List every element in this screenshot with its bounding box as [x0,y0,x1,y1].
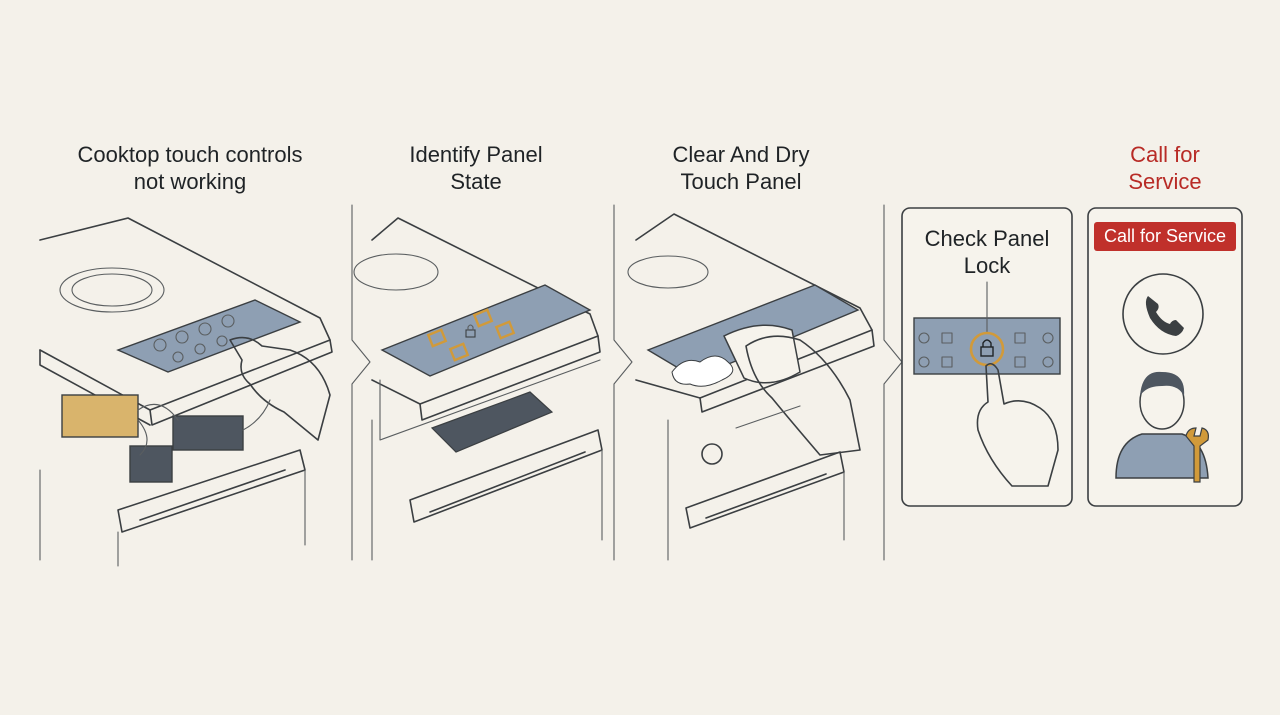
burner-ring [59,267,165,313]
wrench-icon [1185,427,1209,483]
cloth [723,324,801,384]
step-2-illustration [353,217,603,561]
step-5-card [1087,207,1243,507]
divider-3 [883,204,903,561]
divider-2 [613,204,633,561]
lock-icon [465,324,476,338]
control-panel [116,299,302,373]
divider-1 [351,204,371,561]
technician-icon [1115,371,1209,479]
panel-keys-4 [918,332,1054,368]
step-4-card [901,207,1073,507]
hand [229,336,331,441]
panel-lock-icon [980,339,994,357]
cooktop-surface-2 [371,217,599,405]
control-module [172,415,244,451]
cooktop-surface-3 [635,213,873,399]
step-2-title: Identify Panel State [409,142,543,194]
pointing-hand [976,362,1059,487]
touch-keys [153,314,235,363]
cooktop-surface [39,217,331,411]
step-3-title: Clear And Dry Touch Panel [672,142,810,194]
wiping-hand [745,335,861,456]
step-5-title: Call for Service [1128,142,1202,194]
relay-box [129,445,173,483]
wiring-block [61,394,139,438]
oven-door-2 [409,429,603,523]
step-3-illustration [627,213,875,561]
water-spill [671,355,734,387]
step-1-illustration [39,217,333,567]
circuit-board [430,391,554,453]
step-1-title: Cooktop touch controls not working [77,142,303,194]
step-4-title: Check Panel Lock [924,226,1050,278]
phone-icon [1122,273,1204,355]
highlighted-keys [426,308,516,362]
control-panel-2 [380,284,592,377]
lock-key-highlight [969,331,1005,367]
oven-knob [701,443,723,465]
call-for-service-badge: Call for Service [1094,222,1236,251]
